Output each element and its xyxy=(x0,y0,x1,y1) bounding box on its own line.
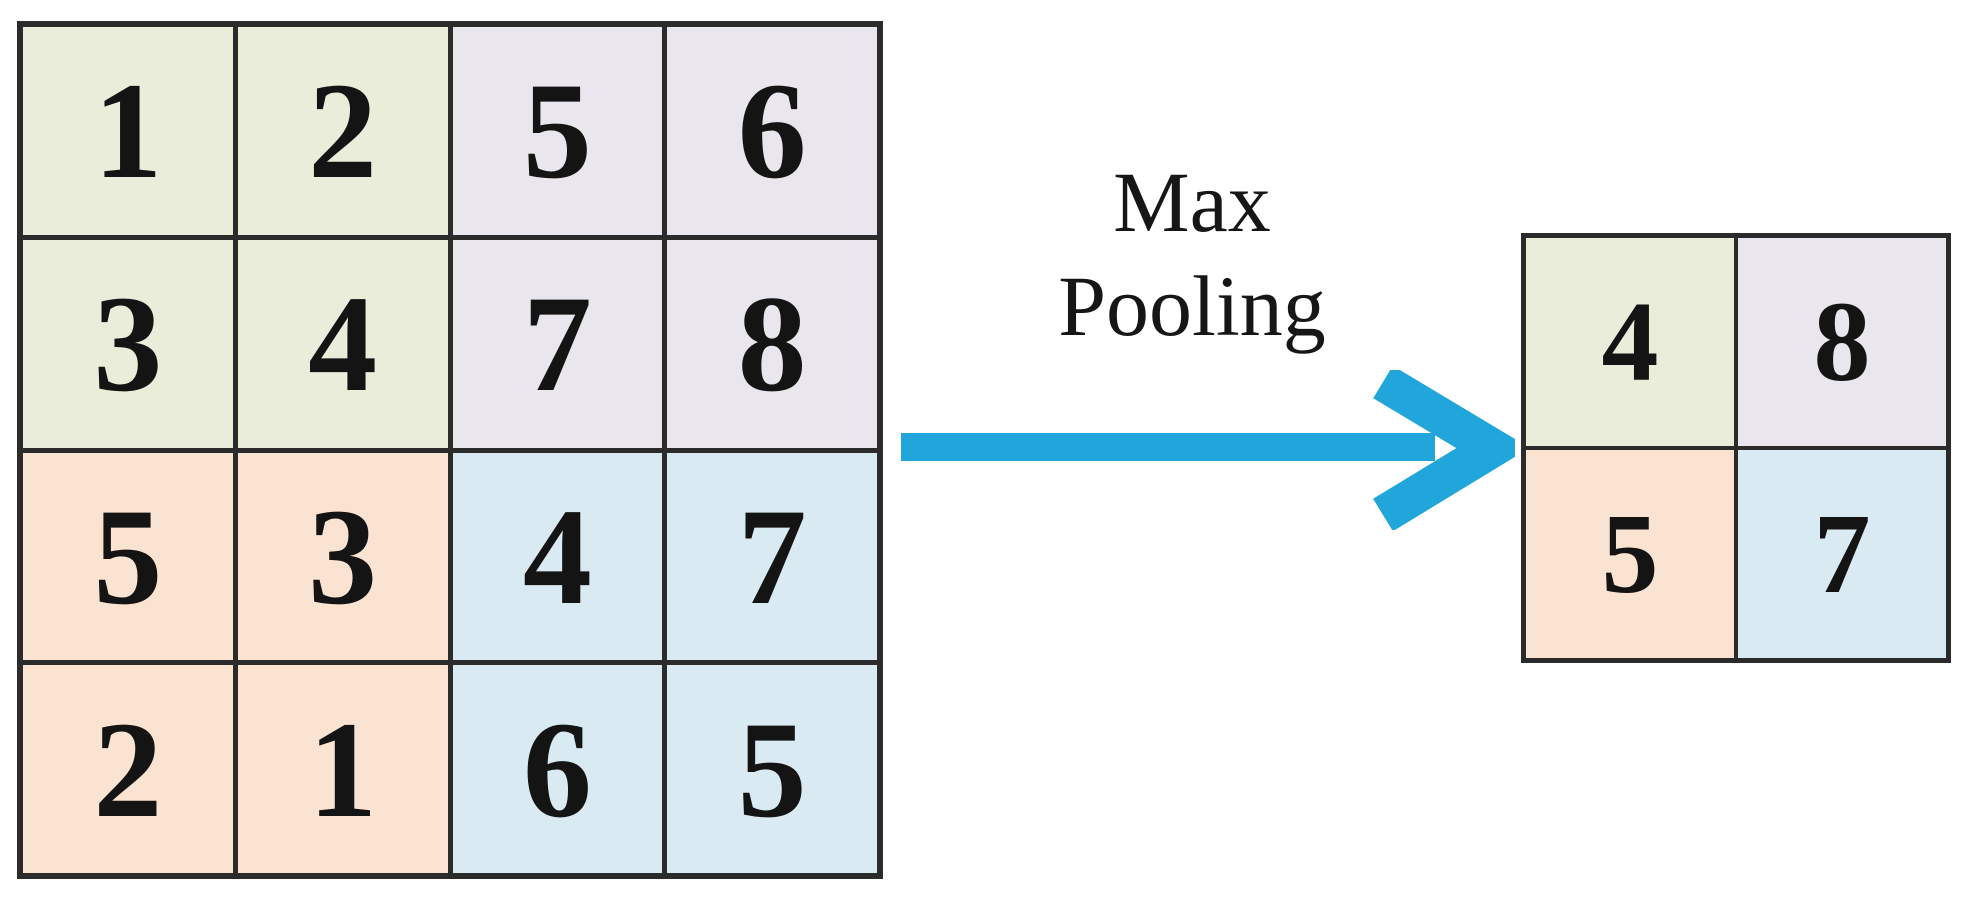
input-grid-cell-4-4: 5 xyxy=(667,665,877,873)
input-grid-cell-2-1: 3 xyxy=(23,239,233,448)
output-grid-cell-1-1: 4 xyxy=(1526,238,1734,446)
input-grid-cell-1-2: 2 xyxy=(237,27,448,235)
input-grid-cell-1-3: 5 xyxy=(452,27,663,235)
input-grid-cell-3-2: 3 xyxy=(237,452,448,661)
input-grid-cell-2-3: 7 xyxy=(452,239,663,448)
arrow-head xyxy=(1373,370,1515,530)
output-grid-cell-1-2: 8 xyxy=(1738,238,1946,446)
input-grid-cell-2-2: 4 xyxy=(237,239,448,448)
input-grid-cell-4-1: 2 xyxy=(23,665,233,873)
input-grid-cell-3-4: 7 xyxy=(667,452,877,661)
right-arrow-icon xyxy=(901,370,1515,530)
arrow-label: Max Pooling xyxy=(982,150,1402,358)
input-grid-cell-4-2: 1 xyxy=(237,665,448,873)
output-grid-cell-2-2: 7 xyxy=(1738,450,1946,658)
input-grid-cell-4-3: 6 xyxy=(452,665,663,873)
input-grid-cell-1-1: 1 xyxy=(23,27,233,235)
output-grid-cell-2-1: 5 xyxy=(1526,450,1734,658)
arrow-label-line-1: Max xyxy=(1113,154,1271,250)
arrow-label-line-2: Pooling xyxy=(1058,258,1326,354)
input-grid-cell-1-4: 6 xyxy=(667,27,877,235)
input-grid-cell-3-3: 4 xyxy=(452,452,663,661)
arrow-shaft xyxy=(901,433,1435,461)
input-grid-cell-2-4: 8 xyxy=(667,239,877,448)
input-grid-cell-3-1: 5 xyxy=(23,452,233,661)
